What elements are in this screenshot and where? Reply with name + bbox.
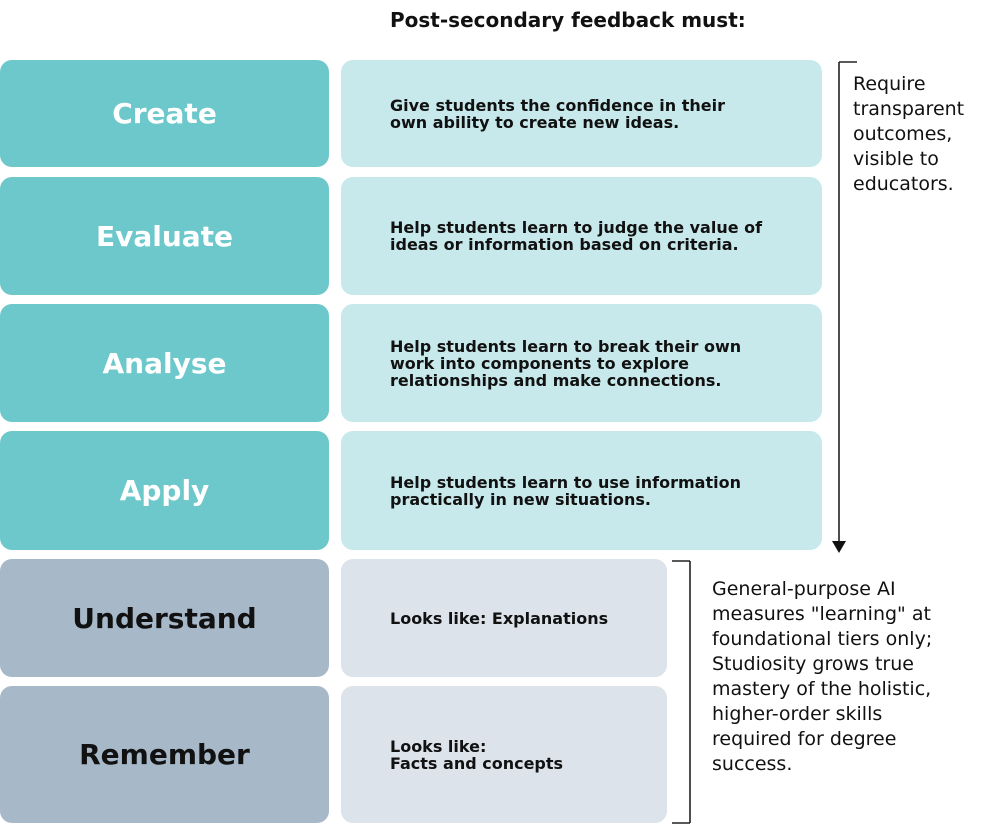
level-understand: Understand [0, 559, 329, 677]
description-analyse: Help students learn to break their own w… [341, 304, 822, 422]
note-general-purpose-ai: General-purpose AI measures "learning" a… [712, 578, 933, 775]
description-line: Give students the confidence in their [390, 95, 725, 115]
description-line: relationships and make connections. [390, 370, 722, 390]
description-line: Looks like: [390, 736, 487, 756]
level-evaluate: Evaluate [0, 177, 329, 295]
level-create: Create [0, 60, 329, 167]
description-apply: Help students learn to use information p… [341, 431, 822, 550]
diagram-title: Post-secondary feedback must: [390, 8, 746, 32]
description-line: Looks like: Explanations [390, 608, 609, 628]
description-create: Give students the confidence in their ow… [341, 60, 822, 167]
description-line: own ability to create new ideas. [390, 112, 680, 132]
description-remember: Looks like: Facts and concepts [341, 686, 667, 823]
description-line: Help students learn to judge the value o… [390, 218, 763, 237]
description-line: practically in new situations. [390, 489, 652, 509]
description-line: Help students learn to break their own [390, 336, 742, 356]
description-evaluate: Help students learn to judge the value o… [341, 177, 822, 295]
description-line: Facts and concepts [390, 753, 564, 773]
arrow-head-icon [832, 541, 846, 553]
bottom-bracket [672, 560, 691, 824]
top-bracket-arrow [838, 61, 857, 541]
description-line: Help students learn to use information [390, 472, 741, 492]
description-line: work into components to explore [390, 353, 689, 373]
note-transparent-outcomes: Require transparent outcomes, visible to… [853, 73, 965, 195]
description-line: ideas or information based on criteria. [390, 235, 739, 254]
level-analyse: Analyse [0, 304, 329, 422]
description-understand: Looks like: Explanations [341, 559, 667, 677]
level-apply: Apply [0, 431, 329, 550]
level-remember: Remember [0, 686, 329, 823]
